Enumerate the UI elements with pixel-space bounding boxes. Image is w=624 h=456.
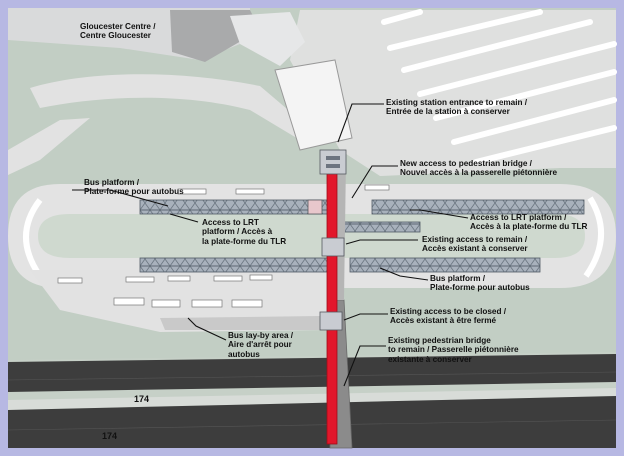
label-line: Entrée de la station à conserver (386, 107, 510, 117)
access-road (30, 74, 300, 140)
label-line: Aire d'arrêt pour (228, 340, 292, 350)
lane-line-lower (7, 419, 617, 431)
label-line: Existing pedestrian bridge (388, 336, 491, 345)
label-new-access: New access to pedestrian bridge / Nouvel… (400, 159, 557, 178)
label-lrt-access-right: Access to LRT platform / Accès à la plat… (470, 213, 587, 232)
platform-canopy-north-east (371, 199, 585, 215)
highway-label-lower: 174 (102, 431, 118, 441)
label-line: Accès à la plate-forme du TLR (470, 222, 588, 232)
label-line: la plate-forme du TLR (202, 236, 287, 246)
label-line: Existing access to remain / (422, 235, 528, 244)
station-building (274, 59, 353, 151)
platform-canopy-south-west (139, 257, 341, 273)
lay-by (160, 316, 322, 330)
central-island (38, 214, 585, 258)
leader-lines (72, 103, 469, 387)
label-line: Existing access to be closed / (390, 307, 507, 316)
road-west (8, 118, 90, 175)
label-line: Plate-forme pour autobus (430, 283, 530, 293)
label-bus-layby: Bus lay-by area / Aire d'arrêt pour auto… (228, 331, 293, 359)
label-lrt-access-left: Access to LRT platform / Accès à la plat… (202, 218, 286, 246)
new-pedestrian-bridge (326, 171, 338, 445)
highway-label-upper: 174 (134, 394, 150, 404)
label-line: Accès existant à conserver (422, 244, 528, 254)
label-line: Existing station entrance to remain / (386, 98, 528, 107)
buses-bottom (57, 274, 273, 308)
label-line: Nouvel accès à la passerelle piétonnière (400, 168, 558, 178)
highway-median (8, 388, 616, 410)
label-existing-access-remain: Existing access to remain / Accès exista… (422, 235, 528, 254)
loop-curb-east (583, 196, 604, 278)
label-line: Access to LRT (202, 218, 259, 227)
label-line: New access to pedestrian bridge / (400, 159, 532, 168)
label-line: Bus platform / (84, 178, 140, 187)
label-line: Centre Gloucester (80, 31, 151, 41)
label-line: Access to LRT platform / (470, 213, 567, 222)
highway-eastbound (8, 354, 616, 392)
platform-canopy-center (339, 221, 421, 233)
label-pedestrian-bridge: Existing pedestrian bridge to remain / P… (388, 336, 519, 364)
node-details (326, 156, 340, 168)
lane-line (7, 371, 617, 381)
access-nodes (307, 149, 347, 331)
label-gloucester-centre: Gloucester Centre / Centre Gloucester (80, 22, 156, 41)
label-station-entrance: Existing station entrance to remain / En… (386, 98, 527, 117)
highway-westbound (8, 396, 616, 448)
label-line: Bus lay-by area / (228, 331, 294, 340)
label-access-closed: Existing access to be closed / Accès exi… (390, 307, 506, 326)
platform-canopy-south-east (349, 257, 541, 273)
label-line: existante à conserver (388, 354, 472, 364)
label-line: Accès existant à être fermé (390, 316, 497, 326)
label-line: autobus (228, 349, 260, 359)
label-bus-platform-top: Bus platform / Plate-forme pour autobus (84, 178, 184, 197)
label-line: Plate-forme pour autobus (84, 187, 184, 197)
loop-curb-west (23, 198, 43, 278)
buses-top (177, 184, 390, 195)
label-line: Gloucester Centre / (80, 22, 156, 31)
parking-lot (290, 10, 616, 176)
building-roof (230, 12, 305, 66)
label-line: platform / Accès à (202, 227, 273, 237)
label-bus-platform-bottom: Bus platform / Plate-forme pour autobus (430, 274, 530, 293)
label-line: Bus platform / (430, 274, 486, 283)
label-line: to remain / Passerelle piétonnière (388, 345, 519, 355)
parking-stripes (381, 9, 617, 165)
